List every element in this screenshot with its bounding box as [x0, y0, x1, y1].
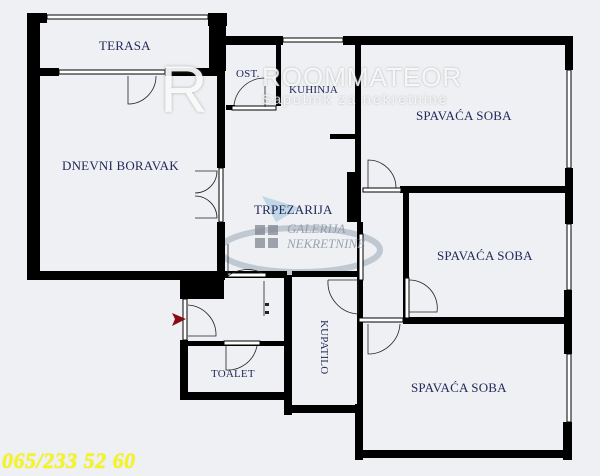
room-label-spavaca-soba-3: SPAVAĆA SOBA — [411, 380, 507, 395]
galerija-watermark-line1: GALERIJA — [287, 221, 346, 236]
room-label-terasa: TERASA — [99, 38, 151, 53]
room-label-dnevni-boravak: DNEVNI BORAVAK — [62, 158, 179, 173]
room-label-ost: OST. — [236, 68, 260, 80]
roommateor-watermark-name: ROOMMATEOR — [262, 62, 463, 92]
room-label-kupatilo: KUPATILO — [318, 320, 330, 375]
room-label-spavaca-soba-1: SPAVAĆA SOBA — [416, 108, 512, 123]
galerija-logo-icon — [255, 225, 281, 249]
entrance-arrow-icon — [172, 313, 186, 326]
room-label-trpezarija: TRPEZARIJA — [254, 202, 333, 217]
galerija-watermark-line2: NEKRETNINE — [287, 236, 366, 251]
room-label-spavaca-soba-2: SPAVAĆA SOBA — [437, 248, 533, 263]
roommateor-logo-icon: R — [160, 52, 208, 126]
roommateor-watermark-tagline: Saputnik za nekretnine — [262, 91, 449, 107]
room-label-toalet: TOALET — [211, 368, 255, 380]
contact-phone: 065/233 52 60 — [2, 448, 136, 473]
room-label-kuhinja: KUHINJA — [289, 84, 339, 96]
